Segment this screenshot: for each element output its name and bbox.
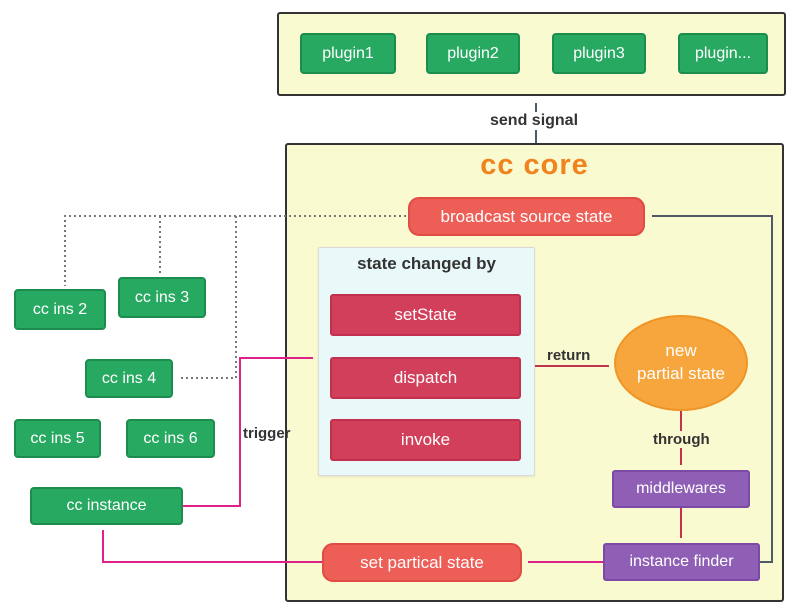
cc-ins-4-node: cc ins 4 [85, 359, 173, 398]
middlewares-node: middlewares [612, 470, 750, 508]
invoke-node: invoke [330, 419, 521, 461]
arrow-setpartical-to-instance [102, 530, 322, 563]
arrow-broadcast-to-ins2 [64, 215, 406, 286]
dispatch-node: dispatch [330, 357, 521, 399]
cc-ins-3-node: cc ins 3 [118, 277, 206, 318]
broadcast-source-state-node: broadcast source state [408, 197, 645, 236]
send-signal-label: send signal [487, 112, 582, 130]
plugin2-node: plugin2 [426, 33, 520, 74]
plugin1-node: plugin1 [300, 33, 396, 74]
plugin3-node: plugin3 [552, 33, 646, 74]
new-partial-state-line1: new [665, 341, 697, 361]
return-label: return [547, 347, 591, 364]
new-partial-state-node: new partial state [614, 315, 748, 411]
arrow-trigger [183, 357, 313, 507]
plugin-more-node: plugin... [678, 33, 768, 74]
cc-core-title: cc core [480, 149, 589, 181]
through-label: through [650, 431, 713, 448]
cc-instance-node: cc instance [30, 487, 183, 525]
cc-ins-2-node: cc ins 2 [14, 289, 106, 330]
setstate-node: setState [330, 294, 521, 336]
arrow-feedback-to-broadcast [652, 215, 773, 563]
set-partical-state-node: set partical state [322, 543, 522, 582]
instance-finder-node: instance finder [603, 543, 760, 581]
cc-ins-6-node: cc ins 6 [126, 419, 215, 458]
arrow-broadcast-to-ins4 [180, 216, 237, 379]
new-partial-state-line2: partial state [637, 364, 725, 383]
state-changed-title: state changed by [357, 254, 496, 273]
trigger-label: trigger [243, 425, 291, 442]
cc-ins-5-node: cc ins 5 [14, 419, 101, 458]
